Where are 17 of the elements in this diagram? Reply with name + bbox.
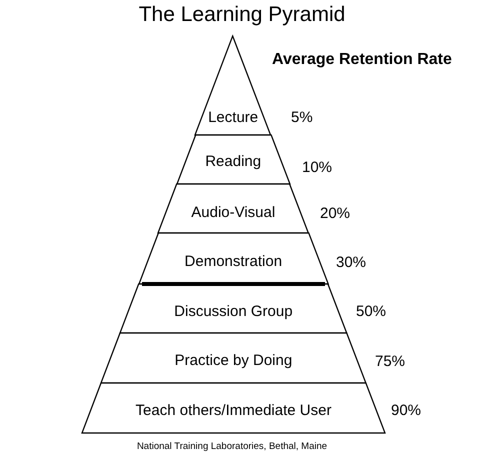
retention-percentage: 5%: [290, 108, 313, 126]
retention-percentage: 90%: [391, 402, 422, 419]
retention-percentage: 20%: [320, 204, 350, 222]
retention-percentage: 10%: [302, 158, 332, 176]
tier-label: Lecture: [208, 108, 258, 126]
column-heading: Average Retention Rate: [272, 51, 452, 70]
tier-label: Practice by Doing: [174, 352, 292, 369]
tier-label: Demonstration: [184, 252, 282, 270]
retention-percentage: 50%: [356, 302, 386, 320]
source-caption: National Training Laboratories, Bethal, Maine: [136, 442, 328, 453]
tier-label: Teach others/Immediate User: [136, 402, 332, 419]
retention-percentage: 75%: [374, 352, 406, 370]
tier-label: Reading: [205, 152, 262, 170]
retention-percentage: 30%: [336, 254, 366, 271]
tier-label: Audio-Visual: [191, 204, 276, 221]
tier-label: Discussion Group: [174, 302, 293, 320]
diagram-title: The Learning Pyramid: [138, 3, 346, 28]
